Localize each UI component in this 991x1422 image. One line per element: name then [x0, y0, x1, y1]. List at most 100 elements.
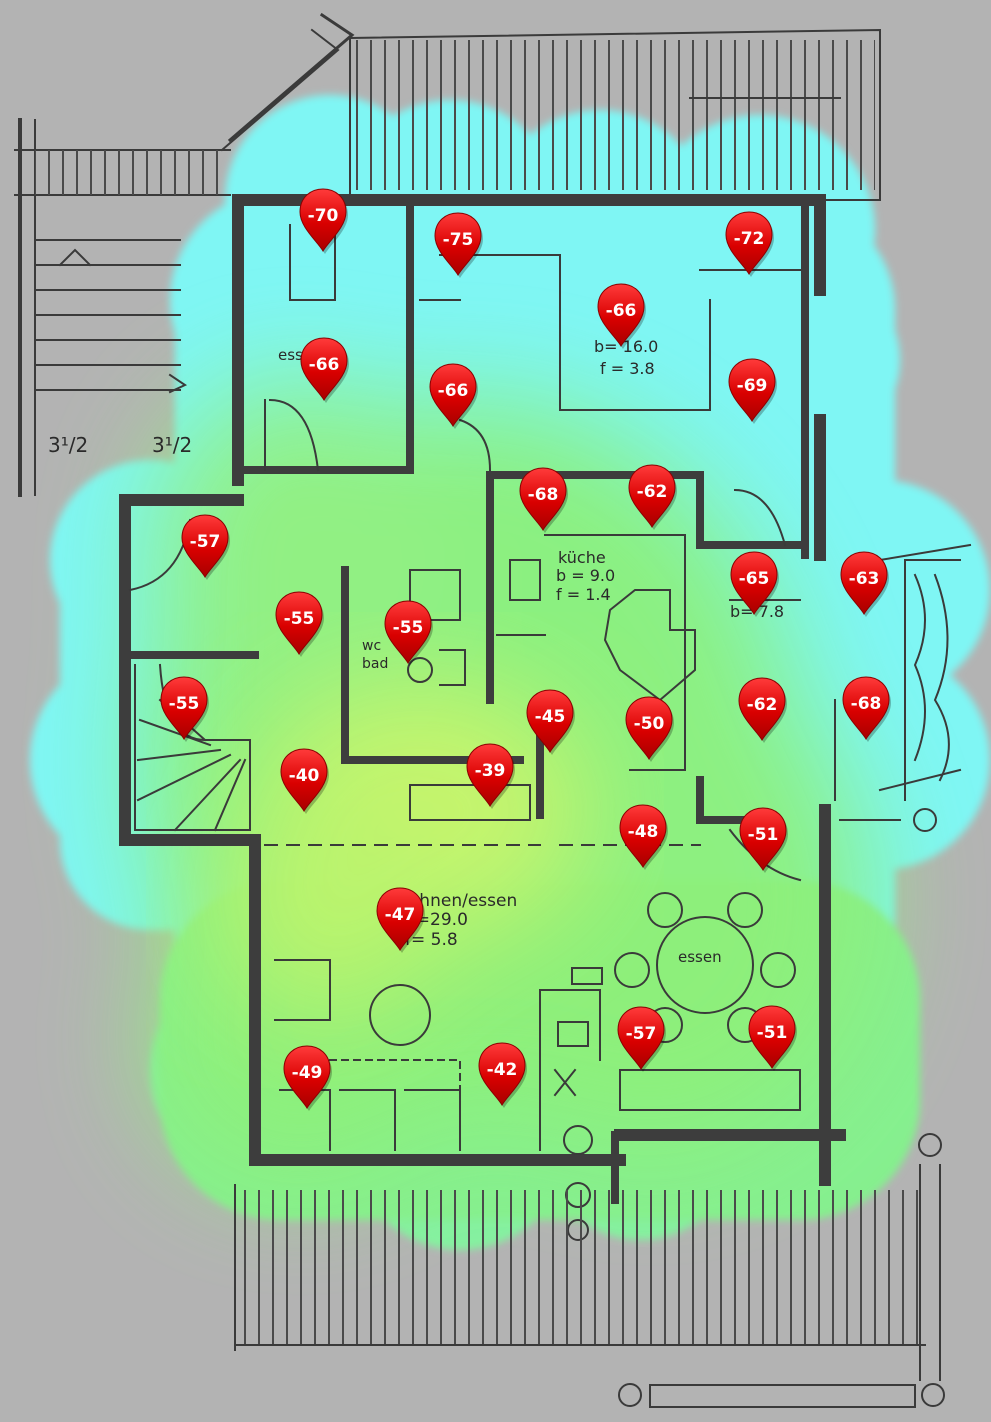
pin-marker-icon: [384, 600, 432, 664]
signal-pin[interactable]: -62: [738, 677, 787, 743]
signal-value-label: -70: [308, 206, 339, 226]
pin-marker-icon: [628, 464, 676, 528]
signal-pin[interactable]: -48: [619, 804, 668, 870]
pin-marker-icon: [840, 551, 888, 615]
pin-marker-icon: [376, 887, 424, 951]
signal-value-label: -51: [757, 1023, 788, 1043]
pin-marker-icon: [160, 676, 208, 740]
signal-value-label: -50: [634, 714, 665, 734]
pin-marker-icon: [725, 211, 773, 275]
signal-pin[interactable]: -45: [526, 689, 575, 755]
signal-pin[interactable]: -66: [429, 363, 478, 429]
signal-pin[interactable]: -69: [728, 358, 777, 424]
signal-pin[interactable]: -51: [739, 807, 788, 873]
signal-value-label: -51: [748, 825, 779, 845]
signal-value-label: -48: [628, 822, 659, 842]
floorplan: [14, 12, 972, 1408]
signal-pin[interactable]: -68: [519, 467, 568, 533]
pin-marker-icon: [275, 591, 323, 655]
signal-value-label: -55: [393, 618, 424, 638]
room-label-wc: wc: [362, 638, 381, 654]
pin-marker-icon: [283, 1045, 331, 1109]
signal-pin[interactable]: -72: [725, 211, 774, 277]
room-label-wohnen-f: f= 5.8: [405, 930, 458, 950]
pin-marker-icon: [299, 188, 347, 252]
exterior-walls: [119, 194, 846, 1186]
pin-marker-icon: [280, 748, 328, 812]
stair-label-right: 3¹/2: [152, 433, 192, 457]
signal-value-label: -68: [851, 694, 882, 714]
signal-value-label: -69: [737, 376, 768, 396]
signal-value-label: -63: [849, 569, 880, 589]
room-label-wohnen: wohnen/essen: [395, 891, 517, 911]
signal-value-label: -42: [487, 1060, 518, 1080]
signal-value-label: -66: [309, 355, 340, 375]
interior-details: [128, 224, 901, 1241]
pin-marker-icon: [748, 1005, 796, 1069]
signal-pin[interactable]: -68: [842, 676, 891, 742]
signal-pin[interactable]: -49: [283, 1045, 332, 1111]
signal-value-label: -49: [292, 1063, 323, 1083]
pin-marker-icon: [619, 804, 667, 868]
room-label-right-b: b= 7.8: [730, 602, 784, 621]
balcony-right: [878, 543, 972, 832]
roof-bottom-hatch: [234, 1133, 945, 1408]
signal-pin[interactable]: -55: [275, 591, 324, 657]
pin-marker-icon: [842, 676, 890, 740]
table-label-essen: essen: [678, 948, 722, 966]
signal-pin[interactable]: -50: [625, 696, 674, 762]
signal-pin[interactable]: -66: [300, 337, 349, 403]
signal-value-label: -55: [284, 609, 315, 629]
signal-pin[interactable]: -39: [466, 743, 515, 809]
signal-value-label: -40: [289, 766, 320, 786]
signal-value-label: -65: [739, 569, 770, 589]
roof-top-hatch: [220, 12, 881, 201]
pin-marker-icon: [597, 283, 645, 347]
signal-pin[interactable]: -70: [299, 188, 348, 254]
room-label-schlaf-f: f = 3.8: [600, 359, 655, 378]
pin-marker-icon: [519, 467, 567, 531]
signal-pin[interactable]: -75: [434, 212, 483, 278]
pin-marker-icon: [466, 743, 514, 807]
room-label-schlaf-b: b= 16.0: [594, 337, 658, 356]
signal-pin[interactable]: -40: [280, 748, 329, 814]
pin-marker-icon: [625, 696, 673, 760]
signal-pin[interactable]: -62: [628, 464, 677, 530]
signal-value-label: -66: [606, 301, 637, 321]
signal-pin[interactable]: -65: [730, 551, 779, 617]
signal-value-label: -39: [475, 761, 506, 781]
signal-value-label: -57: [626, 1024, 657, 1044]
room-label-kueche: küche: [558, 548, 606, 567]
pin-marker-icon: [434, 212, 482, 276]
pin-marker-icon: [617, 1006, 665, 1070]
pin-marker-icon: [730, 551, 778, 615]
signal-pin[interactable]: -55: [160, 676, 209, 742]
floorplan-labels: 3¹/2 3¹/2 essen b= 16.0 f = 3.8 küche b …: [48, 337, 784, 966]
signal-pin[interactable]: -66: [597, 283, 646, 349]
signal-pin[interactable]: -57: [617, 1006, 666, 1072]
pin-marker-icon: [526, 689, 574, 753]
signal-pin[interactable]: -42: [478, 1042, 527, 1108]
signal-pin[interactable]: -47: [376, 887, 425, 953]
signal-value-label: -62: [747, 695, 778, 715]
room-label-bad: bad: [362, 656, 388, 672]
signal-value-label: -47: [385, 905, 416, 925]
signal-pin[interactable]: -55: [384, 600, 433, 666]
signal-pins: -70 -75 -72 -66 -66 -66 -69 -68 -62 -57 -65 -63 -55 -…: [160, 188, 891, 1111]
room-label-kueche-b: b = 9.0: [556, 566, 615, 585]
signal-value-label: -45: [535, 707, 566, 727]
signal-pin[interactable]: -51: [748, 1005, 797, 1071]
signal-value-label: -57: [190, 532, 221, 552]
pin-marker-icon: [478, 1042, 526, 1106]
signal-value-label: -66: [438, 381, 469, 401]
room-label-kueche-f: f = 1.4: [556, 585, 611, 604]
signal-pin[interactable]: -57: [181, 514, 230, 580]
stair-left: [14, 118, 231, 497]
signal-pin[interactable]: -63: [840, 551, 889, 617]
stair-label-left: 3¹/2: [48, 433, 88, 457]
pin-marker-icon: [429, 363, 477, 427]
signal-value-label: -72: [734, 229, 765, 249]
signal-value-label: -75: [443, 230, 474, 250]
